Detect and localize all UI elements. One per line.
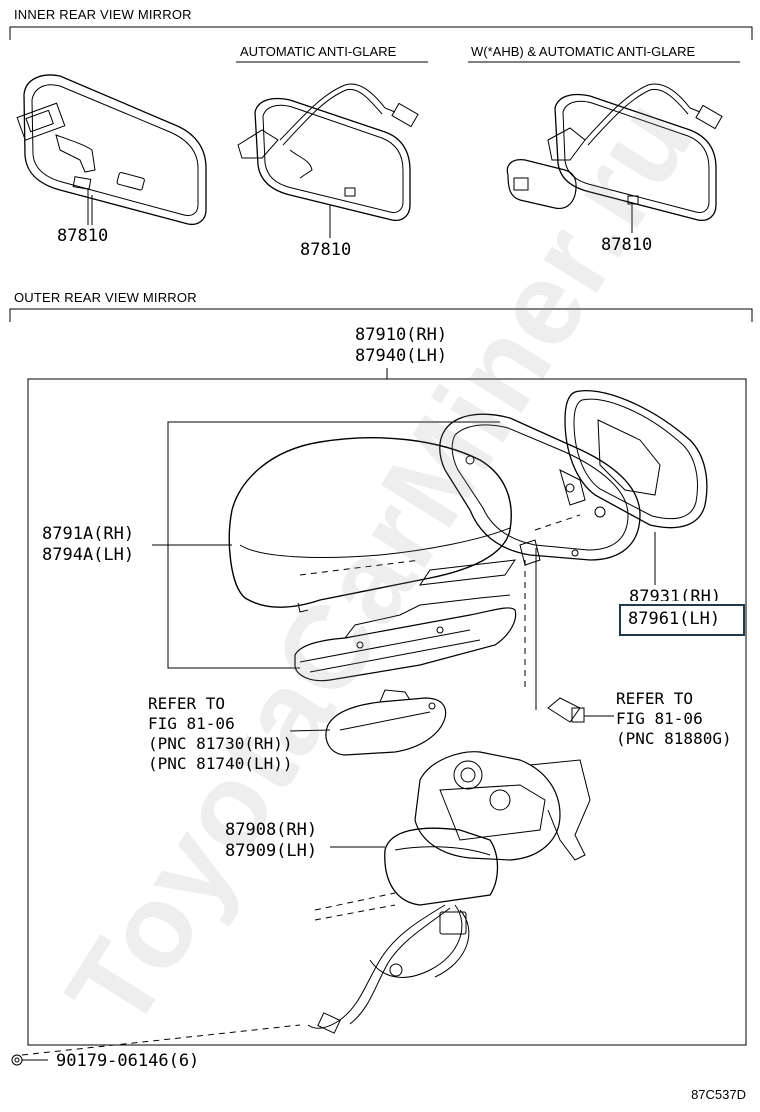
inner-mirror-2-art <box>237 83 419 238</box>
highlight-box <box>619 604 745 636</box>
refer-right-line-2[interactable]: FIG 81-06 <box>616 709 703 728</box>
turn-signal-strip-art <box>294 594 517 682</box>
outer-section-title: OUTER REAR VIEW MIRROR <box>14 290 197 305</box>
side-lamp-art <box>325 689 447 756</box>
part-number-mirror-lh[interactable]: 87961(LH) <box>628 609 721 629</box>
inner-mirror-3-art <box>506 83 723 233</box>
part-number-inner-2[interactable]: 87810 <box>300 240 352 260</box>
refer-left-line-1: REFER TO <box>148 694 226 713</box>
part-number-base-lh[interactable]: 87909(LH) <box>225 841 318 861</box>
wire-harness-art <box>307 904 470 1034</box>
screw-art <box>11 1054 48 1066</box>
refer-right-line-1: REFER TO <box>616 689 694 708</box>
housing-frame-art <box>418 413 641 586</box>
refer-left-line-2[interactable]: FIG 81-06 <box>148 714 235 733</box>
bulb-art <box>547 697 614 723</box>
mirror-cover-art <box>228 437 512 613</box>
outer-section-bracket <box>9 308 753 322</box>
inner-section-title: INNER REAR VIEW MIRROR <box>14 7 192 22</box>
part-number-inner-3[interactable]: 87810 <box>601 235 653 255</box>
part-number-mirror-rh[interactable]: 87931(RH) <box>629 587 722 601</box>
variant-w-ahb-anti-glare: W(*AHB) & AUTOMATIC ANTI-GLARE <box>471 44 696 59</box>
part-number-cover-rh[interactable]: 8791A(RH) <box>42 524 135 544</box>
mirror-base-art <box>330 751 591 906</box>
refer-left-line-3[interactable]: (PNC 81730(RH)) <box>148 734 293 753</box>
refer-right-line-3[interactable]: (PNC 81880G) <box>616 729 732 748</box>
mirror-glass-art <box>564 390 708 585</box>
part-number-cover-lh[interactable]: 8794A(LH) <box>42 545 135 565</box>
part-number-assembly-lh[interactable]: 87940(LH) <box>355 346 448 366</box>
part-number-base-rh[interactable]: 87908(RH) <box>225 820 318 840</box>
inner-mirror-1-art <box>16 74 207 226</box>
inner-section-bracket <box>9 26 753 40</box>
part-number-screw[interactable]: 90179-06146(6) <box>56 1051 200 1071</box>
part-number-assembly-rh[interactable]: 87910(RH) <box>355 325 448 345</box>
variant-automatic-anti-glare: AUTOMATIC ANTI-GLARE <box>240 44 397 59</box>
diagram-code: 87C537D <box>691 1087 746 1102</box>
part-number-inner-1[interactable]: 87810 <box>57 226 109 246</box>
refer-left-line-4[interactable]: (PNC 81740(LH)) <box>148 754 293 773</box>
